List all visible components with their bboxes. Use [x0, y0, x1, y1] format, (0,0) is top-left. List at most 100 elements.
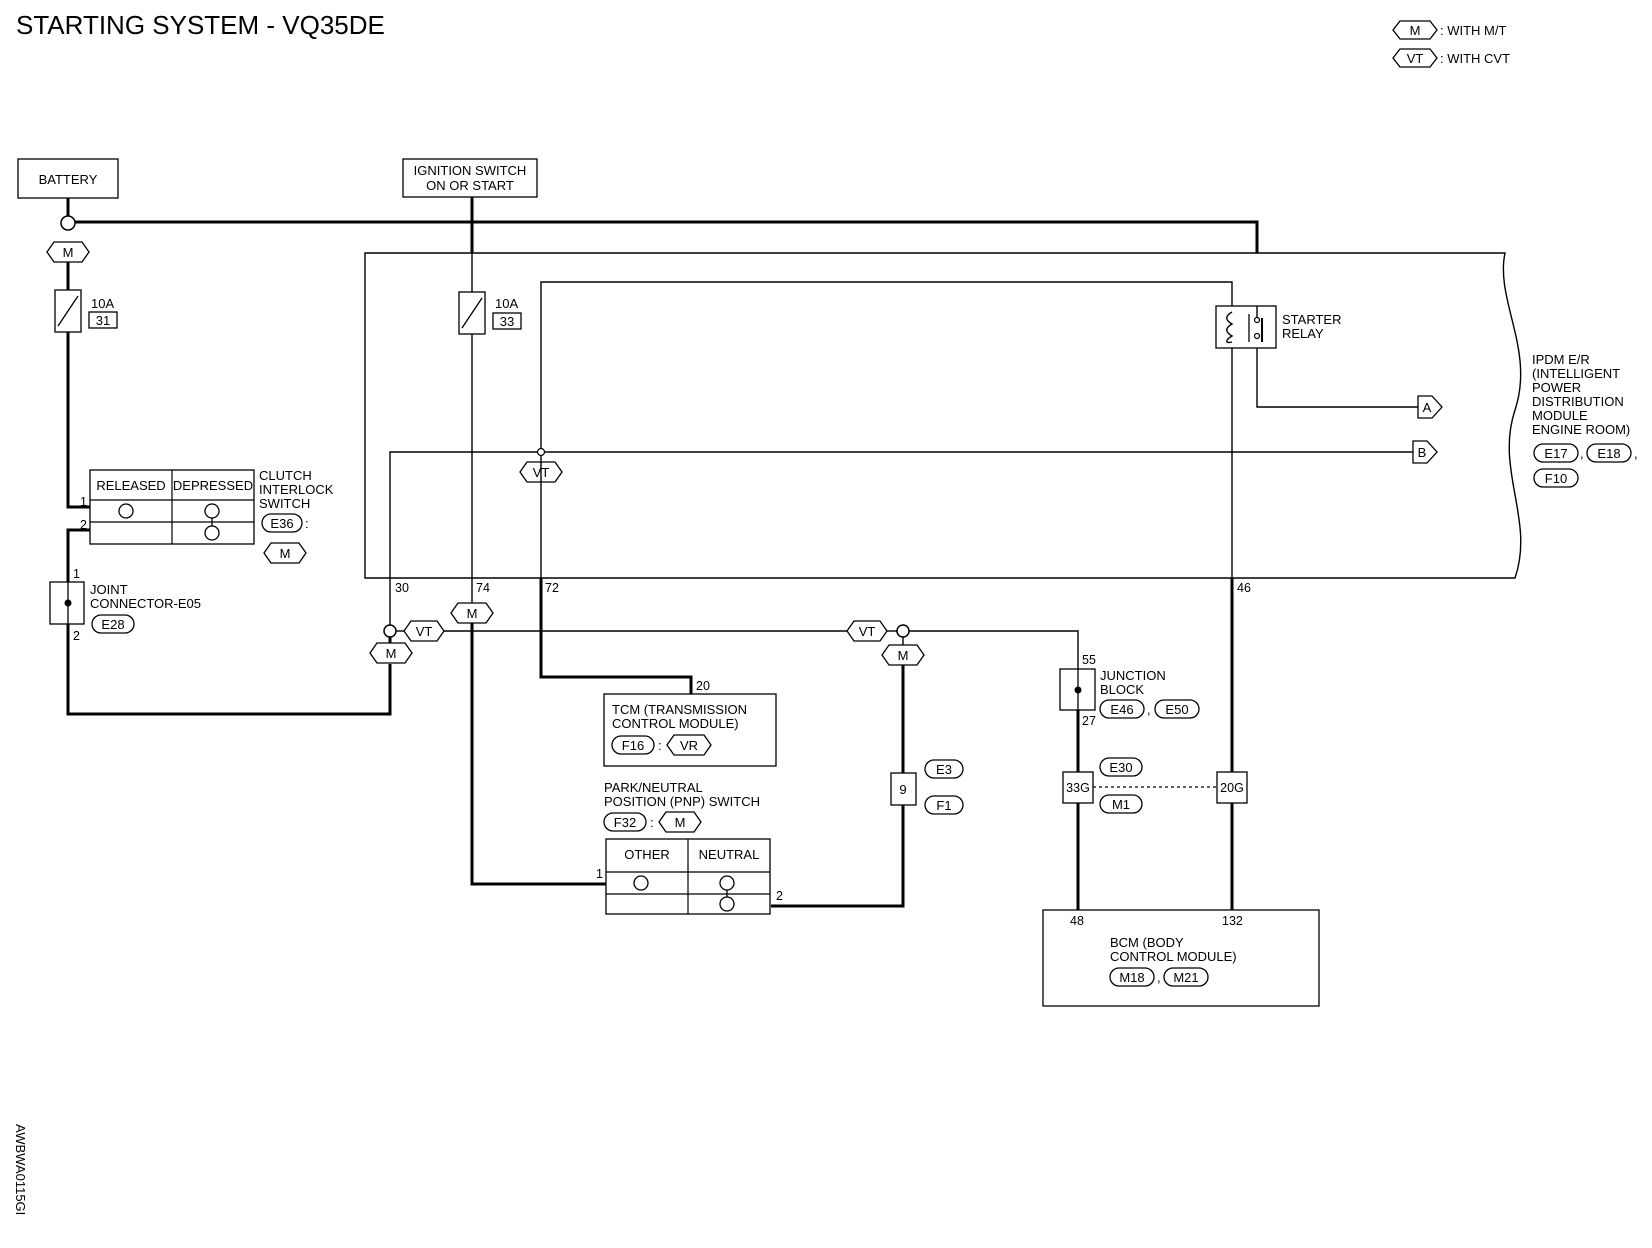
pnp-colon: : — [650, 815, 654, 830]
pnp-pin-2: 2 — [776, 889, 783, 903]
ipdm-label-6: ENGINE ROOM) — [1532, 422, 1630, 437]
pin30-splice — [383, 624, 397, 638]
arrow-a-shape[interactable] — [1417, 395, 1443, 419]
joint-pin-2: 2 — [73, 629, 80, 643]
ipdm-label-1: IPDM E/R — [1532, 352, 1590, 367]
connector-9-e3-shape — [924, 759, 964, 779]
bcm-label-2: CONTROL MODULE) — [1110, 949, 1237, 964]
drawing-code: AWBWA0115GI — [13, 1124, 28, 1215]
pnp-connector-shape — [603, 812, 647, 832]
legend-m-tag-shape — [1392, 20, 1438, 40]
tcm-colon: : — [658, 738, 662, 753]
tcm-pin-20: 20 — [696, 679, 710, 693]
junction-connector-e50-shape — [1154, 699, 1200, 719]
fuse31-to-clutch-wire — [66, 332, 90, 509]
battery-feed-wire — [68, 220, 1259, 253]
clutch-colon: : — [305, 516, 309, 531]
bcm-connector-m18-shape — [1109, 967, 1155, 987]
ipdm-label-3: POWER — [1532, 380, 1581, 395]
ipdm-b-line — [389, 451, 1413, 578]
junction-connector-e50: E50 — [1165, 702, 1188, 717]
legend-vt-text: : WITH CVT — [1440, 51, 1510, 66]
arrow-b-shape[interactable] — [1412, 440, 1438, 464]
clutch-depressed-contact-1 — [204, 503, 220, 519]
pnp-vt-tag: VT — [859, 624, 876, 639]
ipdm-comma-1: , — [1580, 446, 1584, 461]
joint-33g-e30-shape — [1099, 757, 1143, 777]
ignition-line1: IGNITION SWITCH — [414, 163, 527, 178]
pnp-connector: F32 — [614, 815, 636, 830]
junction-label-1: JUNCTION — [1100, 668, 1166, 683]
clutch-depressed-contact-2 — [204, 525, 220, 541]
ipdm-label: IPDM E/R (INTELLIGENT POWER DISTRIBUTION… — [1532, 352, 1638, 488]
junction-label-2: BLOCK — [1100, 682, 1144, 697]
bcm-label-1: BCM (BODY — [1110, 935, 1184, 950]
clutch-label-3: SWITCH — [259, 496, 310, 511]
legend-vt-tag: VT — [1407, 51, 1424, 66]
ipdm-module-outline — [364, 252, 1522, 579]
fuse-33-element — [461, 297, 483, 329]
battery-label: BATTERY — [39, 172, 98, 187]
ipdm-label-5: MODULE — [1532, 408, 1588, 423]
joint-33g-body — [1062, 771, 1094, 804]
pin74-m-tag: M — [467, 606, 478, 621]
bcm-pin-132: 132 — [1222, 914, 1243, 928]
pnp-label-1: PARK/NEUTRAL — [604, 780, 703, 795]
joint-connector-tag-shape — [91, 614, 135, 634]
ipdm-vt-tag-shape — [519, 461, 563, 483]
ipdm-pin-74: 74 — [476, 581, 490, 595]
battery-m-tag: M — [63, 245, 74, 260]
joint-to-pin30-wire — [66, 624, 392, 716]
battery-splice — [60, 215, 76, 231]
clutch-label-1: CLUTCH — [259, 468, 312, 483]
connector-9-pin: 9 — [899, 782, 906, 797]
clutch-m-tag-shape — [263, 542, 307, 564]
bcm-connector-m21: M21 — [1173, 970, 1198, 985]
ipdm-vt-tag: VT — [533, 465, 550, 480]
joint-pin-1: 1 — [73, 567, 80, 581]
fuse-31-number: 31 — [96, 313, 110, 328]
tcm-connector-shape — [611, 735, 655, 755]
joint-label-2: CONNECTOR-E05 — [90, 596, 201, 611]
junction-connector-e46-shape — [1099, 699, 1145, 719]
ipdm-pin-72: 72 — [545, 581, 559, 595]
arrow-a-label: A — [1423, 400, 1432, 415]
battery-m-tag-shape — [46, 241, 90, 263]
tcm-label-1: TCM (TRANSMISSION — [612, 702, 747, 717]
pnp-neutral-contact-1 — [719, 875, 735, 891]
clutch-col-depressed: DEPRESSED — [173, 478, 253, 493]
pnp-pin-1: 1 — [596, 867, 603, 881]
pnp-col-other: OTHER — [624, 847, 670, 862]
clutch-released-contact — [118, 503, 134, 519]
junction-pin-27: 27 — [1082, 714, 1096, 728]
relay-output-a-wire — [1256, 348, 1418, 408]
coil-junction — [536, 447, 546, 457]
to-junction-block-wire — [909, 630, 1079, 669]
clutch-to-joint-wire — [66, 528, 90, 582]
ipdm-pin-46: 46 — [1237, 581, 1251, 595]
ipdm-comma-2: , — [1634, 446, 1638, 461]
tcm-vr-tag-shape — [666, 734, 712, 756]
pin74-m-tag-shape — [450, 602, 494, 624]
fuse-33-rating: 10A — [495, 296, 518, 311]
connector9-to-pnp-wire — [771, 805, 905, 908]
ipdm-pin-30: 30 — [395, 581, 409, 595]
ignition-switch-box — [402, 158, 538, 198]
clutch-connector: E36 — [270, 516, 293, 531]
bcm-connector-m18: M18 — [1119, 970, 1144, 985]
pnp-other-contact — [633, 875, 649, 891]
bcm-comma: , — [1157, 970, 1161, 985]
clutch-connector-shape — [261, 513, 303, 533]
tcm-connector: F16 — [622, 738, 644, 753]
junction-comma: , — [1147, 702, 1151, 717]
legend-m-text: : WITH M/T — [1440, 23, 1506, 38]
ipdm-connector-e17: E17 — [1544, 446, 1567, 461]
ipdm-connector-f10-shape — [1533, 468, 1579, 488]
starter-relay-label-2: RELAY — [1282, 326, 1324, 341]
arrow-b-label: B — [1418, 445, 1427, 460]
ipdm-label-4: DISTRIBUTION — [1532, 394, 1624, 409]
pnp-m-tag-shape — [881, 644, 925, 666]
legend: M : WITH M/T VT : WITH CVT — [1392, 20, 1510, 68]
tcm-vr-tag: VR — [680, 738, 698, 753]
clutch-col-released: RELEASED — [96, 478, 165, 493]
